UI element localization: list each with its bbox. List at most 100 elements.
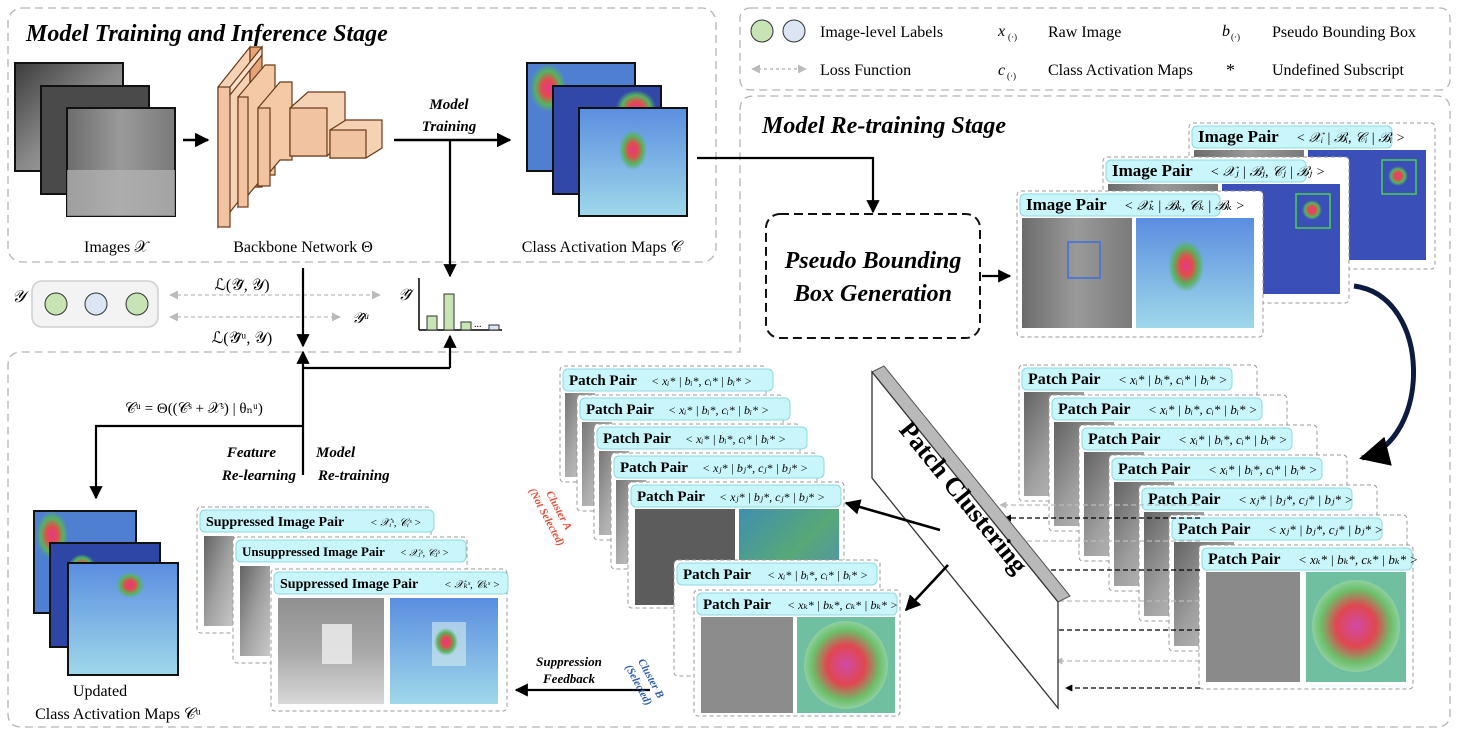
legend-labels-text: Image-level Labels — [820, 24, 943, 41]
right-patch-pair-6-math: < xⱼ* | bⱼ*, cⱼ* | bⱼ* > — [1268, 522, 1383, 537]
image-pair-3-math: < 𝒳ₖ | ℬₖ, 𝒞ₖ | ℬₖ > — [1124, 199, 1245, 214]
to-clustering-arrows — [999, 501, 1200, 692]
image-pair-3: Image Pair < 𝒳ₖ | ℬₖ, 𝒞ₖ | ℬₖ > — [1016, 190, 1264, 338]
pairs-to-patches-curved-arrow — [1353, 283, 1416, 466]
cluster-a-patch-5-label: Patch Pair — [637, 489, 705, 505]
suppression-label-1: Suppression — [536, 654, 602, 669]
right-patch-pair-2-label: Patch Pair — [1058, 401, 1130, 418]
images-label: Images 𝒳 — [84, 239, 150, 256]
cluster-b-patch-2-label: Patch Pair — [703, 597, 771, 613]
training-stage-title: Model Training and Inference Stage — [25, 21, 388, 47]
pred-dots: ... — [474, 319, 482, 330]
suppressed-pair-3-math: < 𝒳ₖˢ, 𝒞ₖˢ > — [444, 579, 500, 591]
legend-green-circle-icon — [750, 19, 774, 43]
right-patch-pair-7-label: Patch Pair — [1208, 551, 1280, 568]
suppressed-pairs: Suppressed Image Pair < 𝒳ᵢˢ, 𝒞ᵢˢ > Unsuppr… — [196, 506, 509, 712]
input-images-stack — [14, 62, 176, 217]
suppressed-pair-2-label: Unsuppressed Image Pair — [242, 544, 385, 559]
right-patch-pair-3-label: Patch Pair — [1088, 431, 1160, 448]
legend-c-symbol: c — [998, 62, 1005, 79]
updated-label-2: Class Activation Maps 𝒞ᵘ — [35, 706, 201, 723]
suppressed-pair-1-math: < 𝒳ᵢˢ, 𝒞ᵢˢ > — [370, 517, 421, 529]
label-circle-2-icon — [84, 292, 108, 316]
right-patch-pair-6-label: Patch Pair — [1178, 521, 1250, 538]
image-pair-3-label: Image Pair — [1026, 195, 1107, 214]
feature-label-2: Re-learning — [221, 468, 297, 484]
feature-relearning-arrow — [89, 424, 303, 500]
cam-to-pbg-arrow — [697, 156, 880, 214]
legend-c-text: Class Activation Maps — [1048, 62, 1193, 79]
cluster-a-patch-4-label: Patch Pair — [620, 460, 688, 476]
prediction-bar-chart: ... — [418, 278, 502, 331]
cluster-b-patches: Patch Pair< xᵢ* | bᵢ*, cᵢ* | bᵢ* >Patch … — [673, 559, 901, 717]
legend-blue-circle-icon — [782, 19, 806, 43]
legend-b-subscript: (·) — [1231, 32, 1240, 42]
cluster-b-patch-2-math: < xₖ* | bₖ*, cₖ* | bₖ* > — [787, 598, 898, 612]
label-circle-1-icon — [44, 292, 68, 316]
pred-bar-1 — [426, 315, 438, 331]
loss-1-label: ℒ(𝒴̂, 𝒴) — [214, 277, 269, 294]
pbg-label-2: Box Generation — [793, 281, 952, 307]
yhatu-label: 𝒴̂ᵘ — [352, 311, 369, 327]
legend-panel — [739, 7, 1451, 91]
model-training-label-1: Model — [428, 97, 469, 113]
legend-b-text: Pseudo Bounding Box — [1272, 24, 1416, 41]
updated-cam-stack — [33, 510, 179, 676]
retrain-label-2: Re-training — [317, 468, 390, 484]
cluster-b-patch-2: Patch Pair < xₖ* | bₖ*, cₖ* | bₖ* > — [693, 589, 901, 717]
cluster-b-patch-1-label: Patch Pair — [683, 567, 751, 583]
legend: Image-level Labels Loss Function x (·) R… — [750, 19, 1416, 81]
formula-label: 𝒞ᵘ = Θ((𝒞ˢ + 𝒳ˢ) | θₙᵘ) — [125, 401, 263, 417]
suppression-label-2: Feedback — [542, 671, 595, 686]
pbg-label-1: Pseudo Bounding — [784, 248, 962, 274]
image-pair-2-label: Image Pair — [1112, 161, 1193, 180]
legend-x-text: Raw Image — [1048, 24, 1121, 41]
cluster-a-patch-4-math: < xⱼ* | bⱼ*, cⱼ* | bⱼ* > — [702, 461, 808, 475]
right-patch-pairs: Patch Pair < xᵢ* | bᵢ*, cᵢ* | bᵢ* > Patch … — [1018, 364, 1418, 690]
y-label: 𝒴 — [12, 287, 30, 306]
cluster-a-patch-3-math: < xᵢ* | bᵢ*, cᵢ* | bᵢ* > — [685, 432, 786, 446]
cluster-a-patch-3-label: Patch Pair — [603, 431, 671, 447]
image-pair-2-math: < 𝒳ⱼ | ℬⱼ, 𝒞ⱼ | ℬⱼ > — [1210, 165, 1325, 180]
retrain-label-1: Model — [315, 445, 356, 461]
label-circle-3-icon — [125, 292, 149, 316]
legend-x-subscript: (·) — [1008, 32, 1017, 42]
right-patch-pair-3-math: < xᵢ* | bᵢ*, cᵢ* | bᵢ* > — [1178, 432, 1287, 447]
right-patch-pair-1-label: Patch Pair — [1028, 371, 1100, 388]
legend-b-symbol: b — [1222, 23, 1230, 40]
cam-stack — [526, 62, 688, 217]
image-pairs: Image Pair < 𝒳ᵢ | ℬᵢ, 𝒞ᵢ | ℬᵢ > Image Pair… — [1016, 122, 1436, 338]
retraining-stage-title: Model Re-training Stage — [761, 113, 1006, 139]
to-cluster-b-arrow — [904, 564, 949, 612]
image-pair-1-math: < 𝒳ᵢ | ℬᵢ, 𝒞ᵢ | ℬᵢ > — [1296, 131, 1405, 146]
legend-star-text: Undefined Subscript — [1272, 62, 1405, 79]
cluster-a-patch-5-math: < xⱼ* | bⱼ*, cⱼ* | bⱼ* > — [719, 490, 825, 504]
pred-bar-2 — [443, 293, 455, 331]
suppressed-pair-1-label: Suppressed Image Pair — [206, 515, 344, 530]
cluster-a-patches: Patch Pair < xᵢ* | bᵢ*, cᵢ* | bᵢ* > Patch … — [559, 365, 845, 609]
right-patch-pair-1-math: < xᵢ* | bᵢ*, cᵢ* | bᵢ* > — [1118, 372, 1227, 387]
cluster-a-patch-2-math: < xᵢ* | bᵢ*, cᵢ* | bᵢ* > — [668, 403, 769, 417]
legend-star-symbol: * — [1226, 60, 1235, 80]
right-patch-pair-7: Patch Pair < xₖ* | bₖ*, cₖ* | bₖ* > — [1198, 544, 1418, 690]
right-patch-pair-5-math: < xⱼ* | bⱼ*, cⱼ* | bⱼ* > — [1238, 492, 1353, 507]
suppressed-pair-2-math: < 𝒳ⱼˢ, 𝒞ⱼˢ > — [400, 548, 449, 559]
cluster-a-patch-2-label: Patch Pair — [586, 402, 654, 418]
legend-c-subscript: (·) — [1007, 71, 1016, 81]
suppressed-pair-3-label: Suppressed Image Pair — [280, 577, 418, 592]
training-stage-panel — [7, 7, 717, 263]
cam-label: Class Activation Maps 𝒞 — [522, 239, 684, 256]
loss-2-label: ℒ(𝒴̂ᵘ, 𝒴) — [212, 330, 273, 347]
image-pair-1-label: Image Pair — [1198, 127, 1279, 146]
right-patch-pair-5-label: Patch Pair — [1148, 491, 1220, 508]
backbone-label: Backbone Network Θ — [233, 239, 373, 256]
retraining-stage-panel — [7, 95, 1451, 728]
right-patch-pair-7-math: < xₖ* | bₖ*, cₖ* | bₖ* > — [1298, 552, 1418, 567]
to-cluster-a-arrow — [844, 499, 941, 532]
suppressed-pair-3: Suppressed Image Pair < 𝒳ₖˢ, 𝒞ₖˢ > — [270, 568, 509, 712]
backbone-network-icon — [217, 45, 383, 229]
pbg-box — [765, 213, 981, 339]
pred-bar-3 — [460, 321, 472, 331]
legend-x-symbol: x — [997, 23, 1005, 40]
